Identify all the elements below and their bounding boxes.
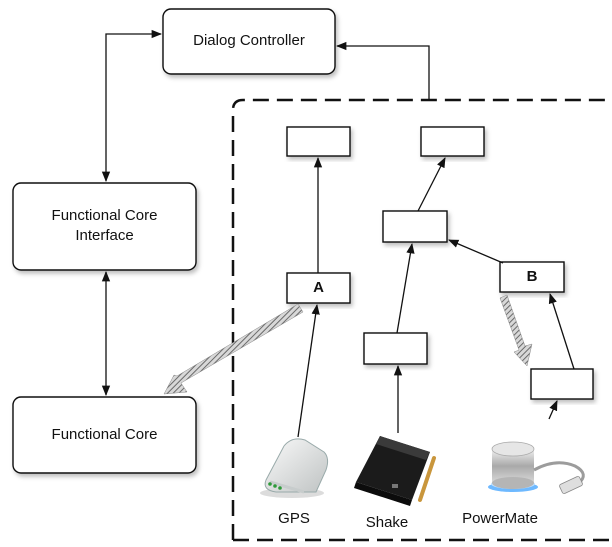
dialog-controller-box	[162, 8, 336, 75]
node-b-label: B	[526, 268, 538, 285]
powermate-node	[530, 368, 594, 400]
functional-core-box	[12, 396, 197, 474]
shake-node	[363, 332, 428, 365]
shake-label: Shake	[365, 514, 409, 531]
node-a-box	[286, 272, 351, 304]
functional-core-interface-label: Functional Core Interface	[51, 207, 158, 244]
top-right-node	[420, 126, 485, 157]
hatched-arrow-b-to-powermate	[499, 294, 533, 367]
node-b-box	[499, 261, 565, 293]
powermate-device-icon	[488, 441, 585, 494]
functional-core-interface-box	[12, 182, 197, 271]
device-layer-container	[231, 98, 612, 540]
hatched-arrow-a-to-core	[163, 303, 304, 395]
functional-core-label: Functional Core	[51, 426, 158, 443]
powermate-label: PowerMate	[462, 510, 538, 527]
shake-device-icon	[354, 436, 436, 506]
top-left-node	[286, 126, 351, 157]
middle-node	[382, 210, 448, 243]
node-a-label: A	[313, 279, 324, 296]
gps-device-icon	[260, 438, 329, 498]
connector-arrows	[101, 29, 575, 438]
gps-label: GPS	[278, 510, 310, 527]
dialog-controller-label: Dialog Controller	[193, 32, 305, 49]
